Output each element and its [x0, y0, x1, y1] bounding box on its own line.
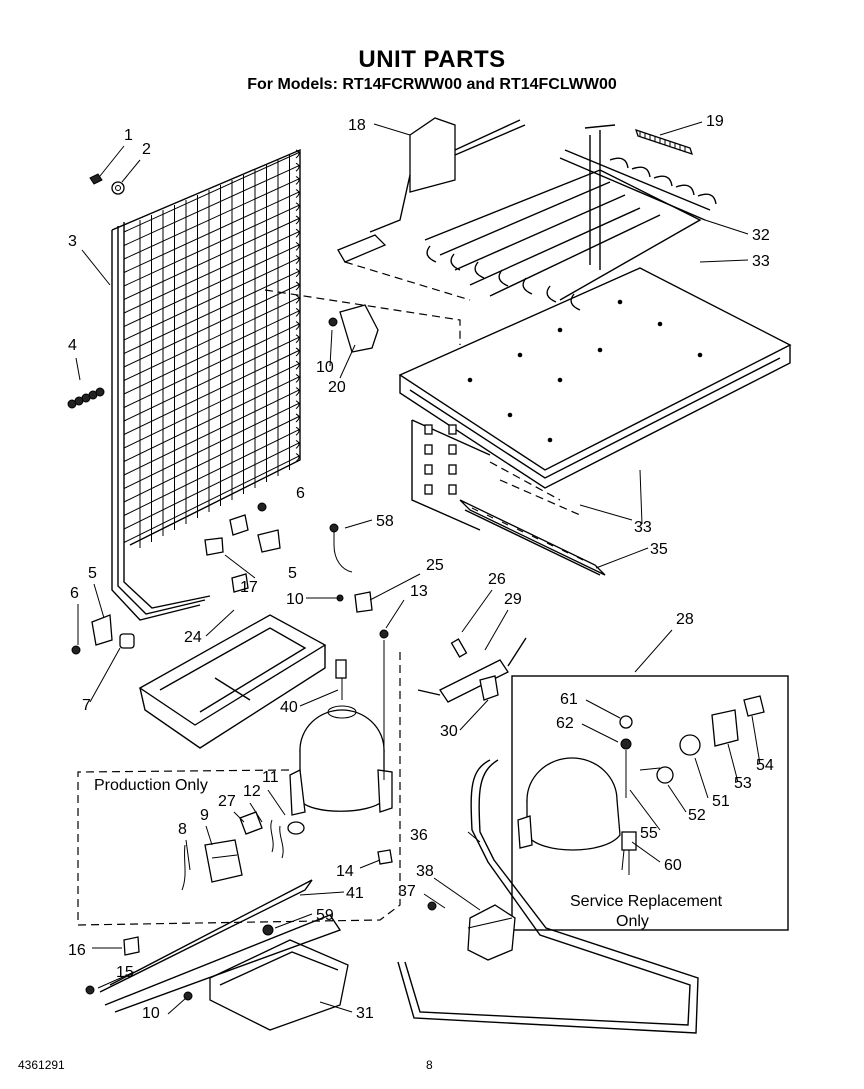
callout-52: 52	[688, 807, 706, 824]
service-replacement-box	[511, 675, 789, 931]
callout-33a: 33	[752, 253, 770, 270]
callout-8: 8	[178, 821, 187, 838]
callout-16: 16	[68, 942, 86, 959]
filter-drier	[417, 637, 527, 703]
service-replacement-label: Service Replacement	[570, 893, 723, 910]
callout-5a: 5	[88, 565, 97, 582]
evaporator-assembly	[337, 117, 792, 576]
callout-24: 24	[184, 629, 202, 646]
callout-18: 18	[348, 117, 366, 134]
callout-20: 20	[328, 379, 346, 396]
page-number: 8	[426, 1058, 433, 1072]
document-number: 4361291	[18, 1058, 65, 1072]
callout-59: 59	[316, 907, 334, 924]
callout-38: 38	[416, 863, 434, 880]
callout-9: 9	[200, 807, 209, 824]
callout-35: 35	[650, 541, 668, 558]
callout-15: 15	[116, 964, 134, 981]
callout-6a: 6	[70, 585, 79, 602]
electrical-parts	[181, 811, 305, 891]
condenser-coil	[111, 148, 301, 621]
callout-41: 41	[346, 885, 364, 902]
callout-5b: 5	[288, 565, 297, 582]
callout-4: 4	[68, 337, 77, 354]
callout-30: 30	[440, 723, 458, 740]
callout-10a: 10	[316, 359, 334, 376]
callout-6b: 6	[296, 485, 305, 502]
callout-33b: 33	[634, 519, 652, 536]
callout-13: 13	[410, 583, 428, 600]
callout-40: 40	[280, 699, 298, 716]
callout-11: 11	[262, 769, 279, 786]
callout-10c: 10	[142, 1005, 160, 1022]
page-title: UNIT PARTS	[358, 46, 506, 73]
callout-54: 54	[756, 757, 774, 774]
callout-29: 29	[504, 591, 522, 608]
mounting-bracket	[85, 879, 349, 1031]
callout-1: 1	[124, 127, 133, 144]
callout-14: 14	[336, 863, 354, 880]
callout-61: 61	[560, 691, 578, 708]
left-small-parts	[67, 173, 379, 655]
callout-31: 31	[356, 1005, 374, 1022]
callout-26: 26	[488, 571, 506, 588]
callout-3: 3	[68, 233, 77, 250]
callout-28: 28	[676, 611, 694, 628]
callout-51: 51	[712, 793, 730, 810]
callout-12: 12	[243, 783, 261, 800]
callout-60: 60	[664, 857, 682, 874]
service-compressor	[517, 695, 765, 875]
callout-62: 62	[556, 715, 574, 732]
callout-25: 25	[426, 557, 444, 574]
leader-lines	[75, 121, 761, 1015]
tubing	[397, 759, 699, 1034]
drain-pan	[138, 614, 327, 749]
service-replacement-only-label: Only	[616, 913, 649, 930]
callout-10b: 10	[286, 591, 304, 608]
callout-55: 55	[640, 825, 658, 842]
junction-box	[427, 901, 516, 961]
callout-53: 53	[734, 775, 752, 792]
callout-58: 58	[376, 513, 394, 530]
page-subtitle: For Models: RT14FCRWW00 and RT14FCLWW00	[247, 76, 617, 93]
callout-2: 2	[142, 141, 151, 158]
callout-36: 36	[410, 827, 428, 844]
callout-19: 19	[706, 113, 724, 130]
compressor	[289, 629, 393, 865]
callout-32: 32	[752, 227, 770, 244]
callout-27: 27	[218, 793, 236, 810]
callout-numbers: 1 2 3 4 5 5 6 6 7 8 9 10 10 10 11 12 13 …	[68, 113, 774, 1022]
callout-7: 7	[82, 697, 91, 714]
callout-17: 17	[240, 579, 258, 596]
callout-37: 37	[398, 883, 416, 900]
production-only-label: Production Only	[94, 777, 208, 794]
